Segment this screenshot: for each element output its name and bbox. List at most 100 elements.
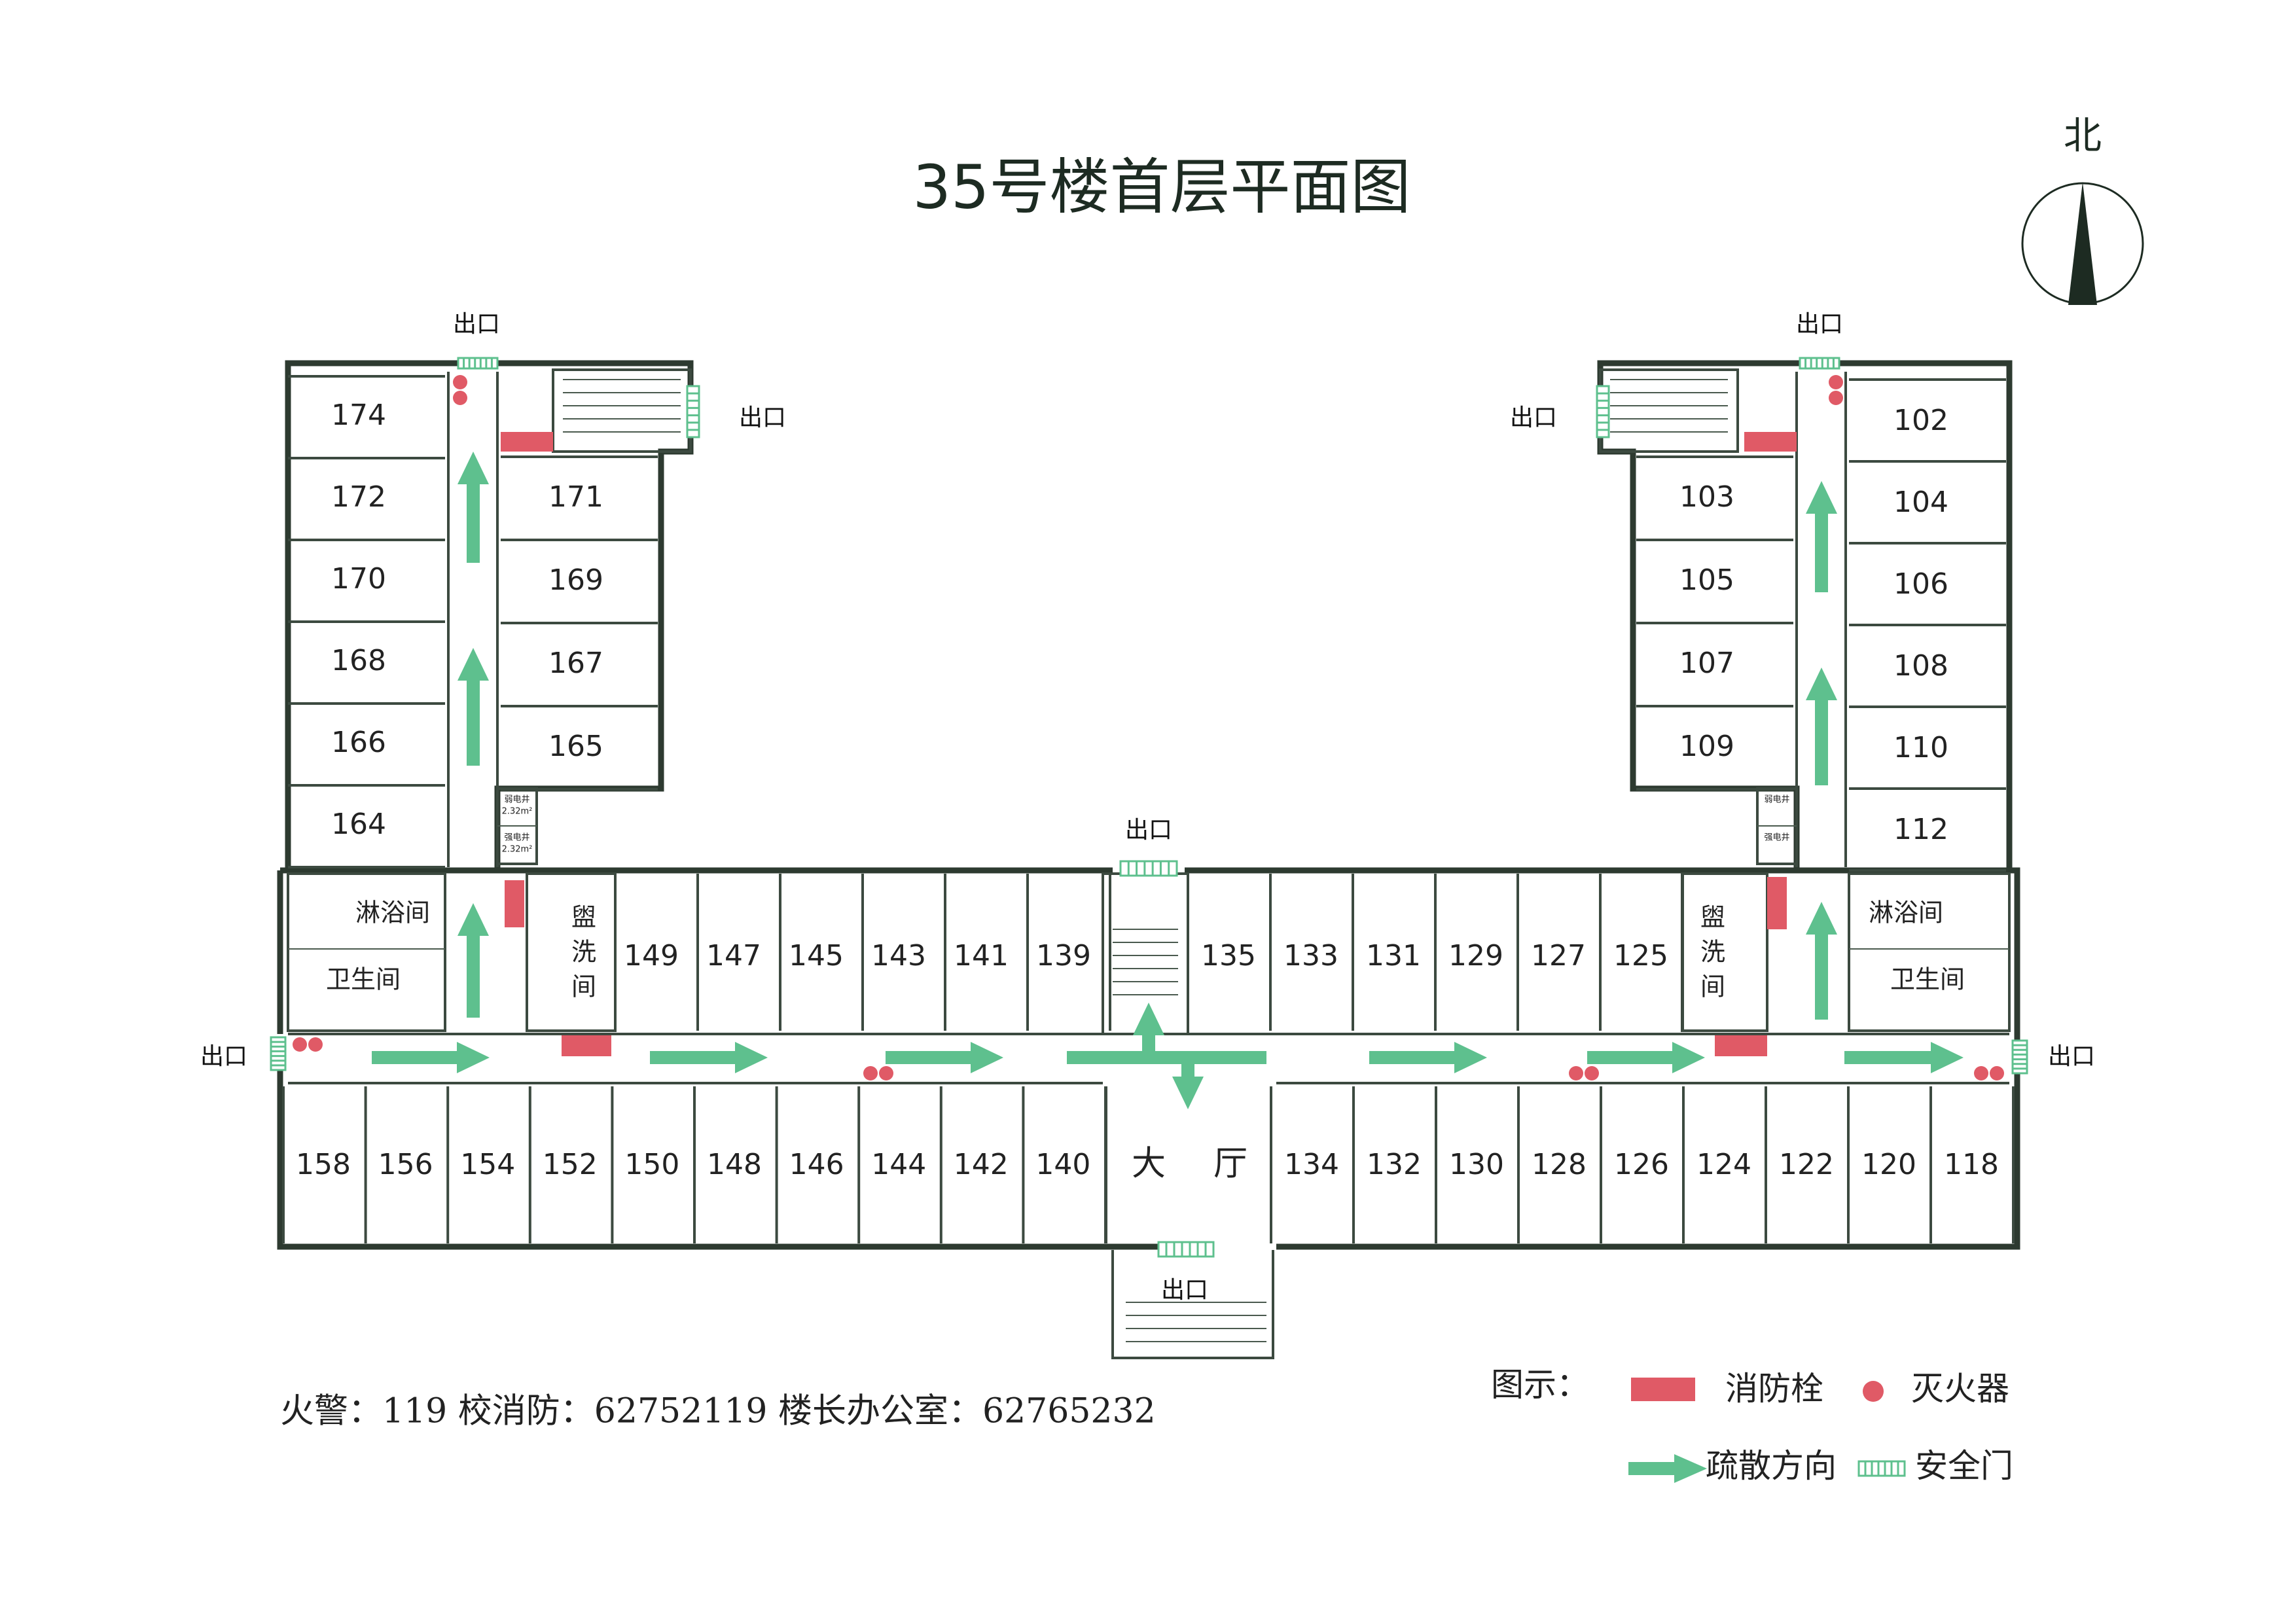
room-144: 144 <box>871 1148 926 1181</box>
room-142: 142 <box>954 1148 1009 1181</box>
room-164: 164 <box>331 808 386 841</box>
room-149: 149 <box>624 939 679 972</box>
page-title: 35号楼首层平面图 <box>912 152 1410 222</box>
evacuation-arrow-icon <box>457 452 489 563</box>
room-145: 145 <box>789 939 844 972</box>
evacuation-arrow-icon <box>372 1042 490 1073</box>
room-165: 165 <box>548 730 603 763</box>
legend-extinguisher-label: 灭火器 <box>1911 1370 2009 1408</box>
room-146: 146 <box>789 1148 844 1181</box>
safety-door-icon <box>457 357 499 370</box>
shower-room-west: 淋浴间 <box>355 899 430 927</box>
exit-label-nw: 出口 <box>453 311 500 338</box>
lobby-char-1: 大 <box>1132 1145 1166 1184</box>
room-105: 105 <box>1679 563 1734 597</box>
room-118: 118 <box>1944 1148 1999 1181</box>
legend-door-label: 安全门 <box>1915 1447 2013 1485</box>
extinguisher <box>1974 1066 1988 1080</box>
room-126: 126 <box>1614 1148 1669 1181</box>
room-partitions <box>282 375 2015 1243</box>
safety-door-icon <box>270 1036 287 1071</box>
safety-door-icon <box>686 385 700 438</box>
legend-evacuation-label: 疏散方向 <box>1706 1447 1837 1485</box>
room-174: 174 <box>331 399 386 432</box>
room-129: 129 <box>1448 939 1503 972</box>
shaft-weak-east: 弱电井 <box>1764 795 1789 805</box>
evacuation-arrow-icon <box>1067 1051 1266 1064</box>
exit-label-north-center: 出口 <box>1125 817 1172 844</box>
safety-door-icon <box>1157 1241 1215 1258</box>
evacuation-arrow-icon <box>1844 1042 1964 1073</box>
extinguisher <box>863 1066 878 1080</box>
room-122: 122 <box>1779 1148 1834 1181</box>
washroom-east-char-2: 洗 <box>1700 938 1725 967</box>
evacuation-arrow-icon <box>457 648 489 766</box>
legend-extinguisher-swatch <box>1863 1381 1884 1402</box>
room-109: 109 <box>1679 730 1734 763</box>
room-169: 169 <box>548 563 603 597</box>
shaft-strong-east: 强电井 <box>1764 833 1789 843</box>
exit-label-west: 出口 <box>200 1043 247 1070</box>
evacuation-arrows <box>372 452 1964 1109</box>
room-132: 132 <box>1367 1148 1422 1181</box>
shaft-area-west-1: 2.32m² <box>502 807 533 817</box>
exit-label-ne-side: 出口 <box>1510 404 1557 431</box>
emergency-phones: 火警：119 校消防：62752119 楼长办公室：62765232 <box>280 1392 1156 1431</box>
safety-door-icon <box>1119 860 1178 877</box>
shaft-area-west-2: 2.32m² <box>502 845 533 855</box>
room-133: 133 <box>1283 939 1338 972</box>
evacuation-arrow-icon <box>650 1042 768 1073</box>
hydrant <box>1715 1035 1767 1056</box>
shower-room-east: 淋浴间 <box>1869 899 1943 927</box>
room-168: 168 <box>331 644 386 677</box>
exit-label-south: 出口 <box>1161 1277 1208 1304</box>
washroom-west-char-1: 盥 <box>571 903 596 932</box>
room-154: 154 <box>460 1148 515 1181</box>
extinguisher <box>293 1037 307 1052</box>
extinguisher <box>1829 375 1843 389</box>
room-125: 125 <box>1613 939 1668 972</box>
hydrant <box>1767 877 1787 929</box>
room-128: 128 <box>1532 1148 1587 1181</box>
room-124: 124 <box>1696 1148 1751 1181</box>
room-158: 158 <box>296 1148 351 1181</box>
fire-hydrants <box>501 432 1797 1056</box>
shaft-weak-west: 弱电井 <box>504 795 529 805</box>
room-135: 135 <box>1201 939 1256 972</box>
evacuation-arrow-icon <box>1369 1042 1487 1073</box>
washroom-west-char-2: 洗 <box>571 938 596 967</box>
room-103: 103 <box>1679 480 1734 514</box>
room-148: 148 <box>707 1148 762 1181</box>
extinguisher <box>308 1037 323 1052</box>
room-156: 156 <box>378 1148 433 1181</box>
room-172: 172 <box>331 480 386 514</box>
evacuation-arrow-icon <box>886 1042 1003 1073</box>
evacuation-arrow-icon <box>1806 668 1837 785</box>
extinguisher <box>453 391 467 405</box>
extinguisher <box>1829 391 1843 405</box>
legend-hydrant-label: 消防栓 <box>1725 1370 1823 1408</box>
washroom-east-char-3: 间 <box>1700 972 1725 1001</box>
hydrant <box>505 880 524 927</box>
extinguisher <box>1585 1066 1599 1080</box>
safety-door-icon <box>1596 385 1610 438</box>
room-150: 150 <box>624 1148 679 1181</box>
room-106: 106 <box>1893 567 1948 601</box>
room-120: 120 <box>1861 1148 1916 1181</box>
room-139: 139 <box>1036 939 1091 972</box>
room-102: 102 <box>1893 404 1948 437</box>
legend-arrow-icon <box>1628 1454 1707 1483</box>
fire-extinguishers <box>293 375 2004 1080</box>
room-112: 112 <box>1893 813 1948 846</box>
room-141: 141 <box>954 939 1009 972</box>
evacuation-arrow-icon <box>1587 1042 1705 1073</box>
legend-hydrant-swatch <box>1631 1378 1695 1401</box>
room-171: 171 <box>548 480 603 514</box>
hydrant <box>501 432 553 452</box>
room-108: 108 <box>1893 649 1948 683</box>
hydrant <box>1744 432 1797 452</box>
toilet-east: 卫生间 <box>1890 965 1965 994</box>
room-107: 107 <box>1679 647 1734 680</box>
evacuation-arrow-icon <box>1806 481 1837 592</box>
